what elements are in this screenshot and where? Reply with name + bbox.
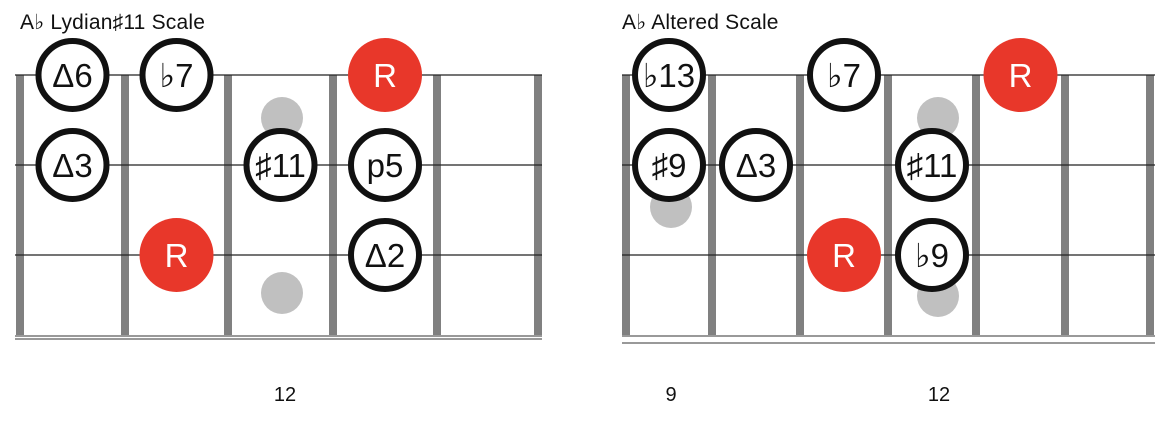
fret-bar-right-5	[1061, 75, 1069, 335]
fret-number-12-left: 12	[273, 384, 297, 406]
interval-note-marker-left-4	[243, 128, 318, 202]
fret-bar-left-1	[121, 75, 129, 335]
diagram-title-altered: A♭ Altered Scale	[622, 11, 779, 34]
interval-note-label-left-0: Δ6	[52, 57, 92, 94]
fret-number-12-right: 12	[927, 384, 951, 406]
root-note-marker-right-2	[983, 38, 1058, 112]
fret-bar-right-1	[708, 75, 716, 335]
interval-note-label-left-4: ♯11	[255, 147, 306, 184]
fret-bar-left-2	[224, 75, 232, 335]
root-note-label-left-2: R	[373, 57, 397, 94]
fret-bar-right-0	[622, 75, 630, 335]
root-note-marker-left-2	[348, 38, 422, 112]
inlay-dot-left-0	[261, 97, 303, 139]
interval-note-marker-right-0	[632, 38, 706, 112]
root-note-label-left-6: R	[165, 237, 189, 274]
interval-note-marker-right-7	[895, 218, 969, 292]
fret-bar-left-5	[534, 75, 542, 335]
interval-note-label-left-3: Δ3	[52, 147, 92, 184]
interval-note-marker-left-7	[348, 218, 422, 292]
fret-bar-left-3	[329, 75, 337, 335]
interval-note-label-left-5: p5	[367, 147, 404, 184]
diagram-title-lydian: A♭ Lydian♯11 Scale	[20, 11, 206, 34]
interval-note-marker-left-5	[348, 128, 422, 202]
interval-note-label-right-1: ♭7	[827, 57, 861, 94]
interval-note-label-left-1: ♭7	[160, 57, 194, 94]
interval-note-marker-right-4	[719, 128, 793, 202]
interval-note-label-right-7: ♭9	[915, 237, 949, 274]
fret-bar-right-4	[972, 75, 980, 335]
interval-note-marker-right-5	[895, 128, 969, 202]
interval-note-label-right-5: ♯11	[907, 147, 958, 184]
fret-bar-right-3	[884, 75, 892, 335]
root-note-marker-right-6	[807, 218, 881, 292]
interval-note-label-right-4: Δ3	[736, 147, 776, 184]
interval-note-marker-right-3	[632, 128, 706, 202]
root-note-label-right-6: R	[832, 237, 856, 274]
fret-bar-right-6	[1146, 75, 1154, 335]
root-note-label-right-2: R	[1009, 57, 1033, 94]
interval-note-marker-left-1	[139, 38, 214, 112]
interval-note-marker-left-3	[35, 128, 110, 202]
fret-number-9-right: 9	[665, 384, 677, 406]
inlay-dot-left-1	[261, 272, 303, 314]
interval-note-label-left-7: Δ2	[365, 237, 405, 274]
fret-bar-left-4	[433, 75, 441, 335]
root-note-marker-left-6	[139, 218, 214, 292]
interval-note-label-right-3: ♯9	[652, 147, 687, 184]
interval-note-marker-right-1	[807, 38, 881, 112]
fret-bar-left-0	[16, 75, 24, 335]
fret-bar-right-2	[796, 75, 804, 335]
interval-note-marker-left-0	[35, 38, 110, 112]
interval-note-label-right-0: ♭13	[643, 57, 695, 94]
